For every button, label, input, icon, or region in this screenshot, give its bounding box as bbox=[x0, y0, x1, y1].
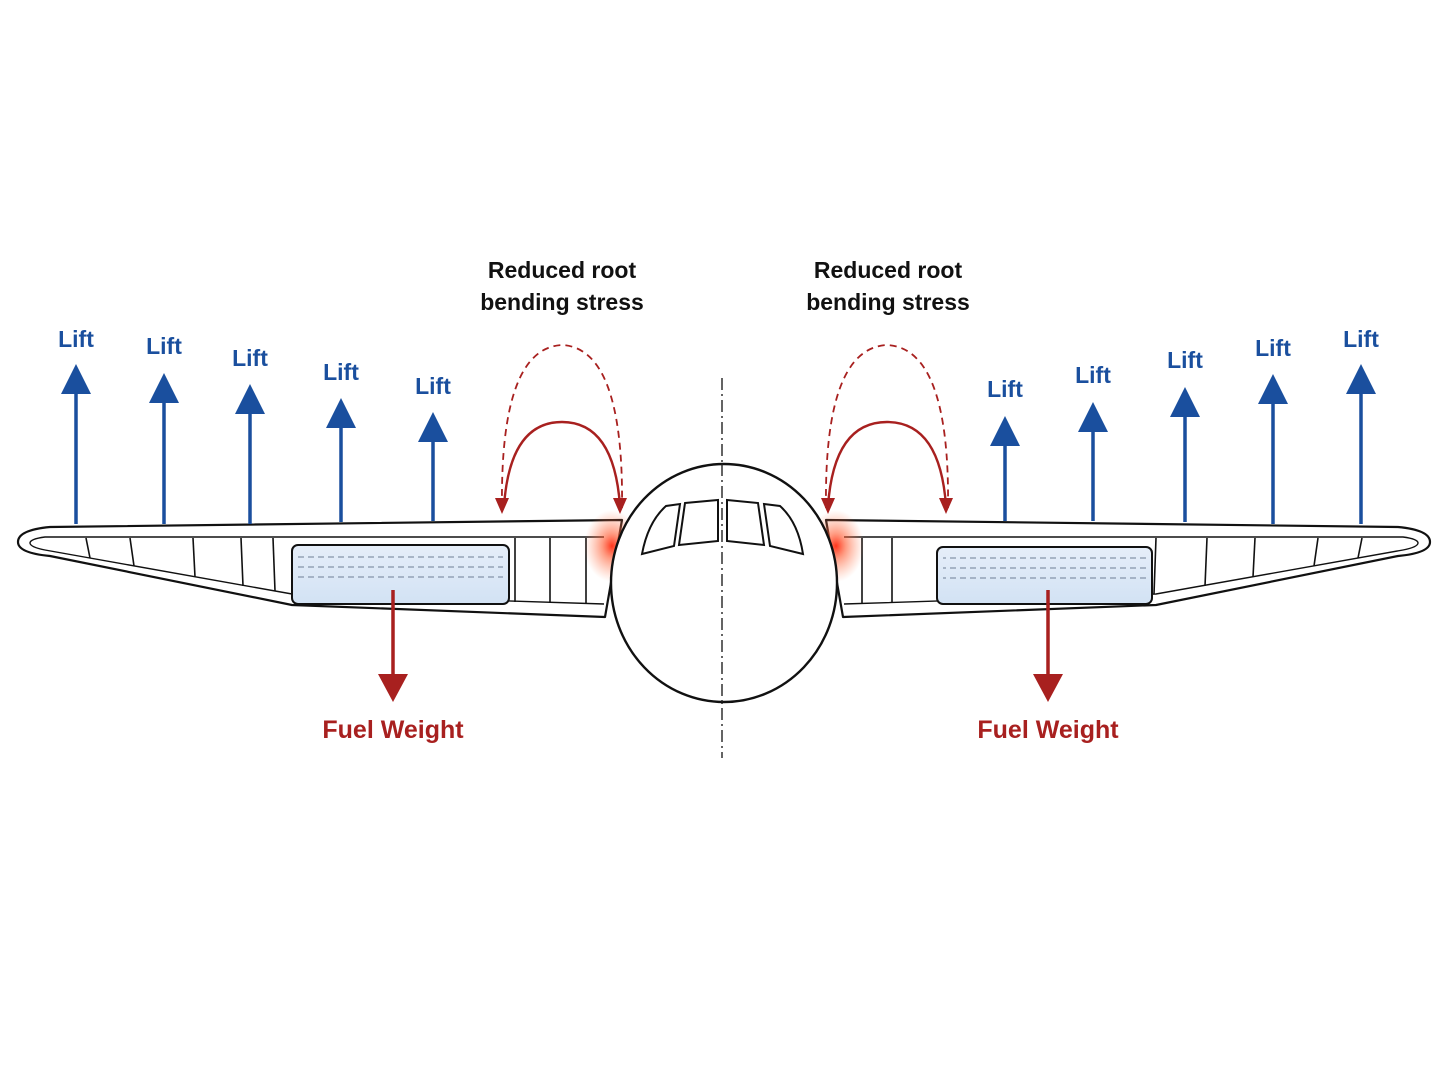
left-wing-ribs bbox=[85, 537, 587, 603]
windshield-left bbox=[640, 502, 682, 556]
lift-arrow: Lift bbox=[1255, 335, 1291, 524]
lift-label: Lift bbox=[1343, 326, 1379, 352]
right-arrowhead-1 bbox=[821, 498, 835, 514]
lift-label: Lift bbox=[415, 373, 451, 399]
lift-arrow: Lift bbox=[415, 373, 451, 521]
windshield-right bbox=[762, 502, 805, 556]
windshield-center-right bbox=[726, 498, 766, 547]
left-dashed-arc bbox=[501, 344, 623, 509]
lift-arrow: Lift bbox=[1075, 362, 1111, 521]
left-fuel-lines bbox=[298, 556, 503, 578]
lift-arrow: Lift bbox=[146, 333, 182, 524]
right-wing bbox=[824, 518, 1432, 619]
right-fuel-weight-arrow: Fuel Weight bbox=[977, 590, 1119, 744]
left-fuel-tank bbox=[291, 544, 510, 605]
lift-arrow: Lift bbox=[58, 326, 94, 524]
right-fuel-lines bbox=[943, 557, 1146, 579]
lift-arrow: Lift bbox=[1167, 347, 1203, 522]
right-bending-arrows bbox=[821, 344, 953, 514]
right-solid-arc bbox=[826, 420, 948, 507]
left-stress-label-line2: bending stress bbox=[480, 289, 644, 315]
lift-label: Lift bbox=[1075, 362, 1111, 388]
lift-arrow: Lift bbox=[1343, 326, 1379, 524]
windshield-center-left bbox=[677, 498, 719, 547]
left-wing-inner-outline bbox=[29, 536, 605, 605]
left-arrowhead-2 bbox=[613, 498, 627, 514]
right-dashed-arc bbox=[825, 344, 949, 509]
right-arrowhead-2 bbox=[939, 498, 953, 514]
lift-label: Lift bbox=[1255, 335, 1291, 361]
left-bending-arrows bbox=[495, 344, 627, 514]
lift-label: Lift bbox=[987, 376, 1023, 402]
fuselage bbox=[609, 462, 839, 704]
fuel-weight-arrows: Fuel Weight Fuel Weight bbox=[322, 590, 1119, 744]
lift-label: Lift bbox=[323, 359, 359, 385]
lift-arrow: Lift bbox=[232, 345, 268, 524]
fuselage-body bbox=[609, 462, 839, 704]
right-fuel-weight-label: Fuel Weight bbox=[977, 716, 1119, 744]
right-stress-label-line1: Reduced root bbox=[814, 257, 963, 283]
left-wing bbox=[16, 518, 624, 619]
left-solid-arc bbox=[502, 420, 622, 507]
lift-arrow: Lift bbox=[987, 376, 1023, 521]
lift-label: Lift bbox=[232, 345, 268, 371]
lift-arrows: Lift Lift Lift Lift Lift Lift bbox=[58, 326, 1379, 524]
lift-label: Lift bbox=[58, 326, 94, 352]
right-wing-inner-outline bbox=[843, 536, 1419, 605]
lift-label: Lift bbox=[146, 333, 182, 359]
right-fuel-tank bbox=[936, 546, 1153, 605]
lift-label: Lift bbox=[1167, 347, 1203, 373]
left-fuel-weight-label: Fuel Weight bbox=[322, 716, 464, 744]
lift-arrow: Lift bbox=[323, 359, 359, 522]
left-arrowhead-1 bbox=[495, 498, 509, 514]
right-stress-label-line2: bending stress bbox=[806, 289, 970, 315]
left-stress-label-line1: Reduced root bbox=[488, 257, 637, 283]
left-fuel-weight-arrow: Fuel Weight bbox=[322, 590, 464, 744]
